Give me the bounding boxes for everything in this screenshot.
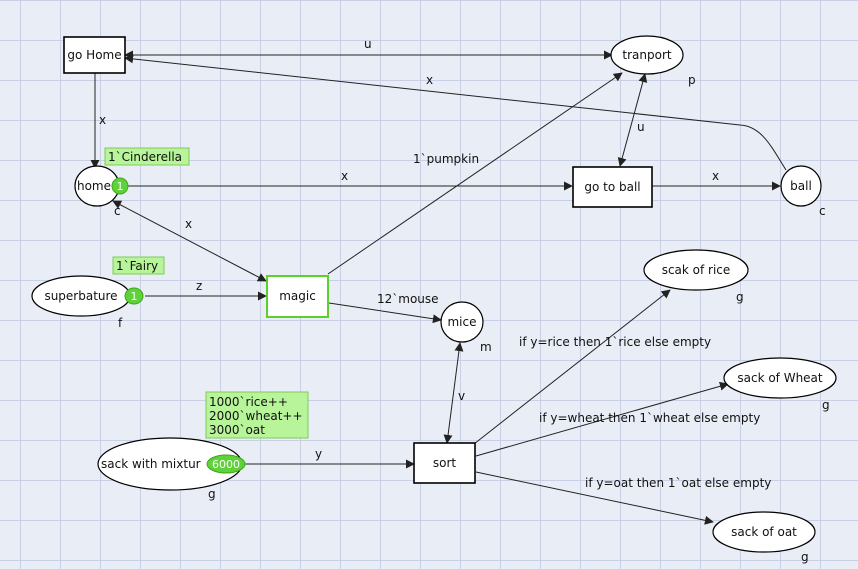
token-count-superbature[interactable]: 1 xyxy=(124,287,144,305)
transition-go-home[interactable]: go Home xyxy=(63,36,126,74)
transition-label: go Home xyxy=(67,48,121,62)
arc-magic-mice[interactable] xyxy=(328,302,442,324)
arc-home-magic[interactable] xyxy=(112,200,267,282)
marking-home[interactable]: 1`Cinderella xyxy=(104,147,190,166)
arc-ball-gohome[interactable] xyxy=(124,54,787,171)
place-sack-with-mixture[interactable]: sack with mixtur g xyxy=(97,437,243,501)
transition-label: magic xyxy=(279,289,316,303)
inscription-gohome-tranport[interactable]: u xyxy=(364,37,372,51)
place-label: home xyxy=(77,179,111,193)
arc-tranport-gotoball[interactable] xyxy=(617,73,648,167)
token-count-sack-with-mixture[interactable]: 6000 xyxy=(206,454,246,474)
place-colorset: m xyxy=(480,340,492,354)
place-colorset: g xyxy=(736,290,744,304)
inscription-magic-mice[interactable]: 12`mouse xyxy=(377,292,439,306)
place-colorset: p xyxy=(688,73,696,87)
place-label: scak of rice xyxy=(662,263,731,277)
arc-inscriptions: u x x x x u 1`pumpkin x z 12`mouse v y i… xyxy=(99,37,771,490)
place-superbature[interactable]: superbature f xyxy=(31,275,131,330)
place-label: ball xyxy=(790,179,812,193)
arcs xyxy=(90,50,787,525)
inscription-sort-oat[interactable]: if y=oat then 1`oat else empty xyxy=(585,476,771,490)
inscription-sort-wheat[interactable]: if y=wheat then 1`wheat else empty xyxy=(539,411,760,425)
inscription-gotoball-ball[interactable]: x xyxy=(712,169,719,183)
transition-magic[interactable]: magic xyxy=(266,275,329,318)
place-colorset: c xyxy=(114,204,121,218)
token-count-home[interactable]: 1 xyxy=(111,177,129,195)
place-colorset: c xyxy=(819,204,826,218)
arc-sort-rice[interactable] xyxy=(473,289,671,445)
marking-line: 2000`wheat++ xyxy=(209,409,303,423)
inscription-superbature-magic[interactable]: z xyxy=(196,279,202,293)
place-label: sack of oat xyxy=(731,525,797,539)
inscription-sort-rice[interactable]: if y=rice then 1`rice else empty xyxy=(519,335,711,349)
inscription-gohome-home[interactable]: x xyxy=(99,113,106,127)
token-count: 6000 xyxy=(212,458,240,471)
arc-sort-oat[interactable] xyxy=(475,471,714,525)
place-colorset: g xyxy=(822,398,830,412)
arc-sort-wheat[interactable] xyxy=(475,381,729,457)
transition-label: go to ball xyxy=(584,180,640,194)
place-label: mice xyxy=(447,315,476,329)
place-colorset: g xyxy=(801,550,809,564)
token-count: 1 xyxy=(117,180,124,193)
inscription-mixture-sort[interactable]: y xyxy=(315,447,322,461)
inscription-magic-tranport[interactable]: 1`pumpkin xyxy=(413,152,479,166)
transition-sort[interactable]: sort xyxy=(413,442,476,484)
inscription-ball-gohome[interactable]: x xyxy=(426,73,433,87)
place-tranport[interactable]: tranport p xyxy=(610,35,696,87)
inscription-mice-sort[interactable]: v xyxy=(458,389,465,403)
place-sack-of-wheat[interactable]: sack of Wheat g xyxy=(723,357,837,412)
marking-superbature[interactable]: 1`Fairy xyxy=(112,256,165,275)
inscription-home-magic[interactable]: x xyxy=(185,217,192,231)
place-colorset: f xyxy=(118,316,123,330)
place-home[interactable]: home c xyxy=(74,165,121,218)
place-mice[interactable]: mice m xyxy=(440,301,492,354)
inscription-home-gotoball[interactable]: x xyxy=(341,169,348,183)
marking-line: 1000`rice++ xyxy=(209,395,288,409)
transition-label: sort xyxy=(433,456,457,470)
place-label: sack of Wheat xyxy=(737,371,823,385)
marking-line: 1`Cinderella xyxy=(108,150,182,164)
marking-sack-with-mixture[interactable]: 1000`rice++ 2000`wheat++ 3000`oat xyxy=(205,391,309,439)
place-sack-of-oat[interactable]: sack of oat g xyxy=(712,511,816,564)
place-label: superbature xyxy=(44,289,117,303)
inscription-tranport-gotoball[interactable]: u xyxy=(637,120,645,134)
place-label: sack with mixtur xyxy=(101,457,201,471)
transition-go-to-ball[interactable]: go to ball xyxy=(572,166,653,208)
place-label: tranport xyxy=(622,48,671,62)
token-count: 1 xyxy=(131,290,138,303)
place-ball[interactable]: ball c xyxy=(780,165,826,218)
place-sack-of-rice[interactable]: scak of rice g xyxy=(643,249,749,304)
place-colorset: g xyxy=(208,487,216,501)
arc-magic-tranport[interactable] xyxy=(327,72,623,275)
marking-line: 3000`oat xyxy=(209,423,265,437)
marking-line: 1`Fairy xyxy=(116,259,158,273)
arc-mice-sort[interactable] xyxy=(443,342,464,444)
